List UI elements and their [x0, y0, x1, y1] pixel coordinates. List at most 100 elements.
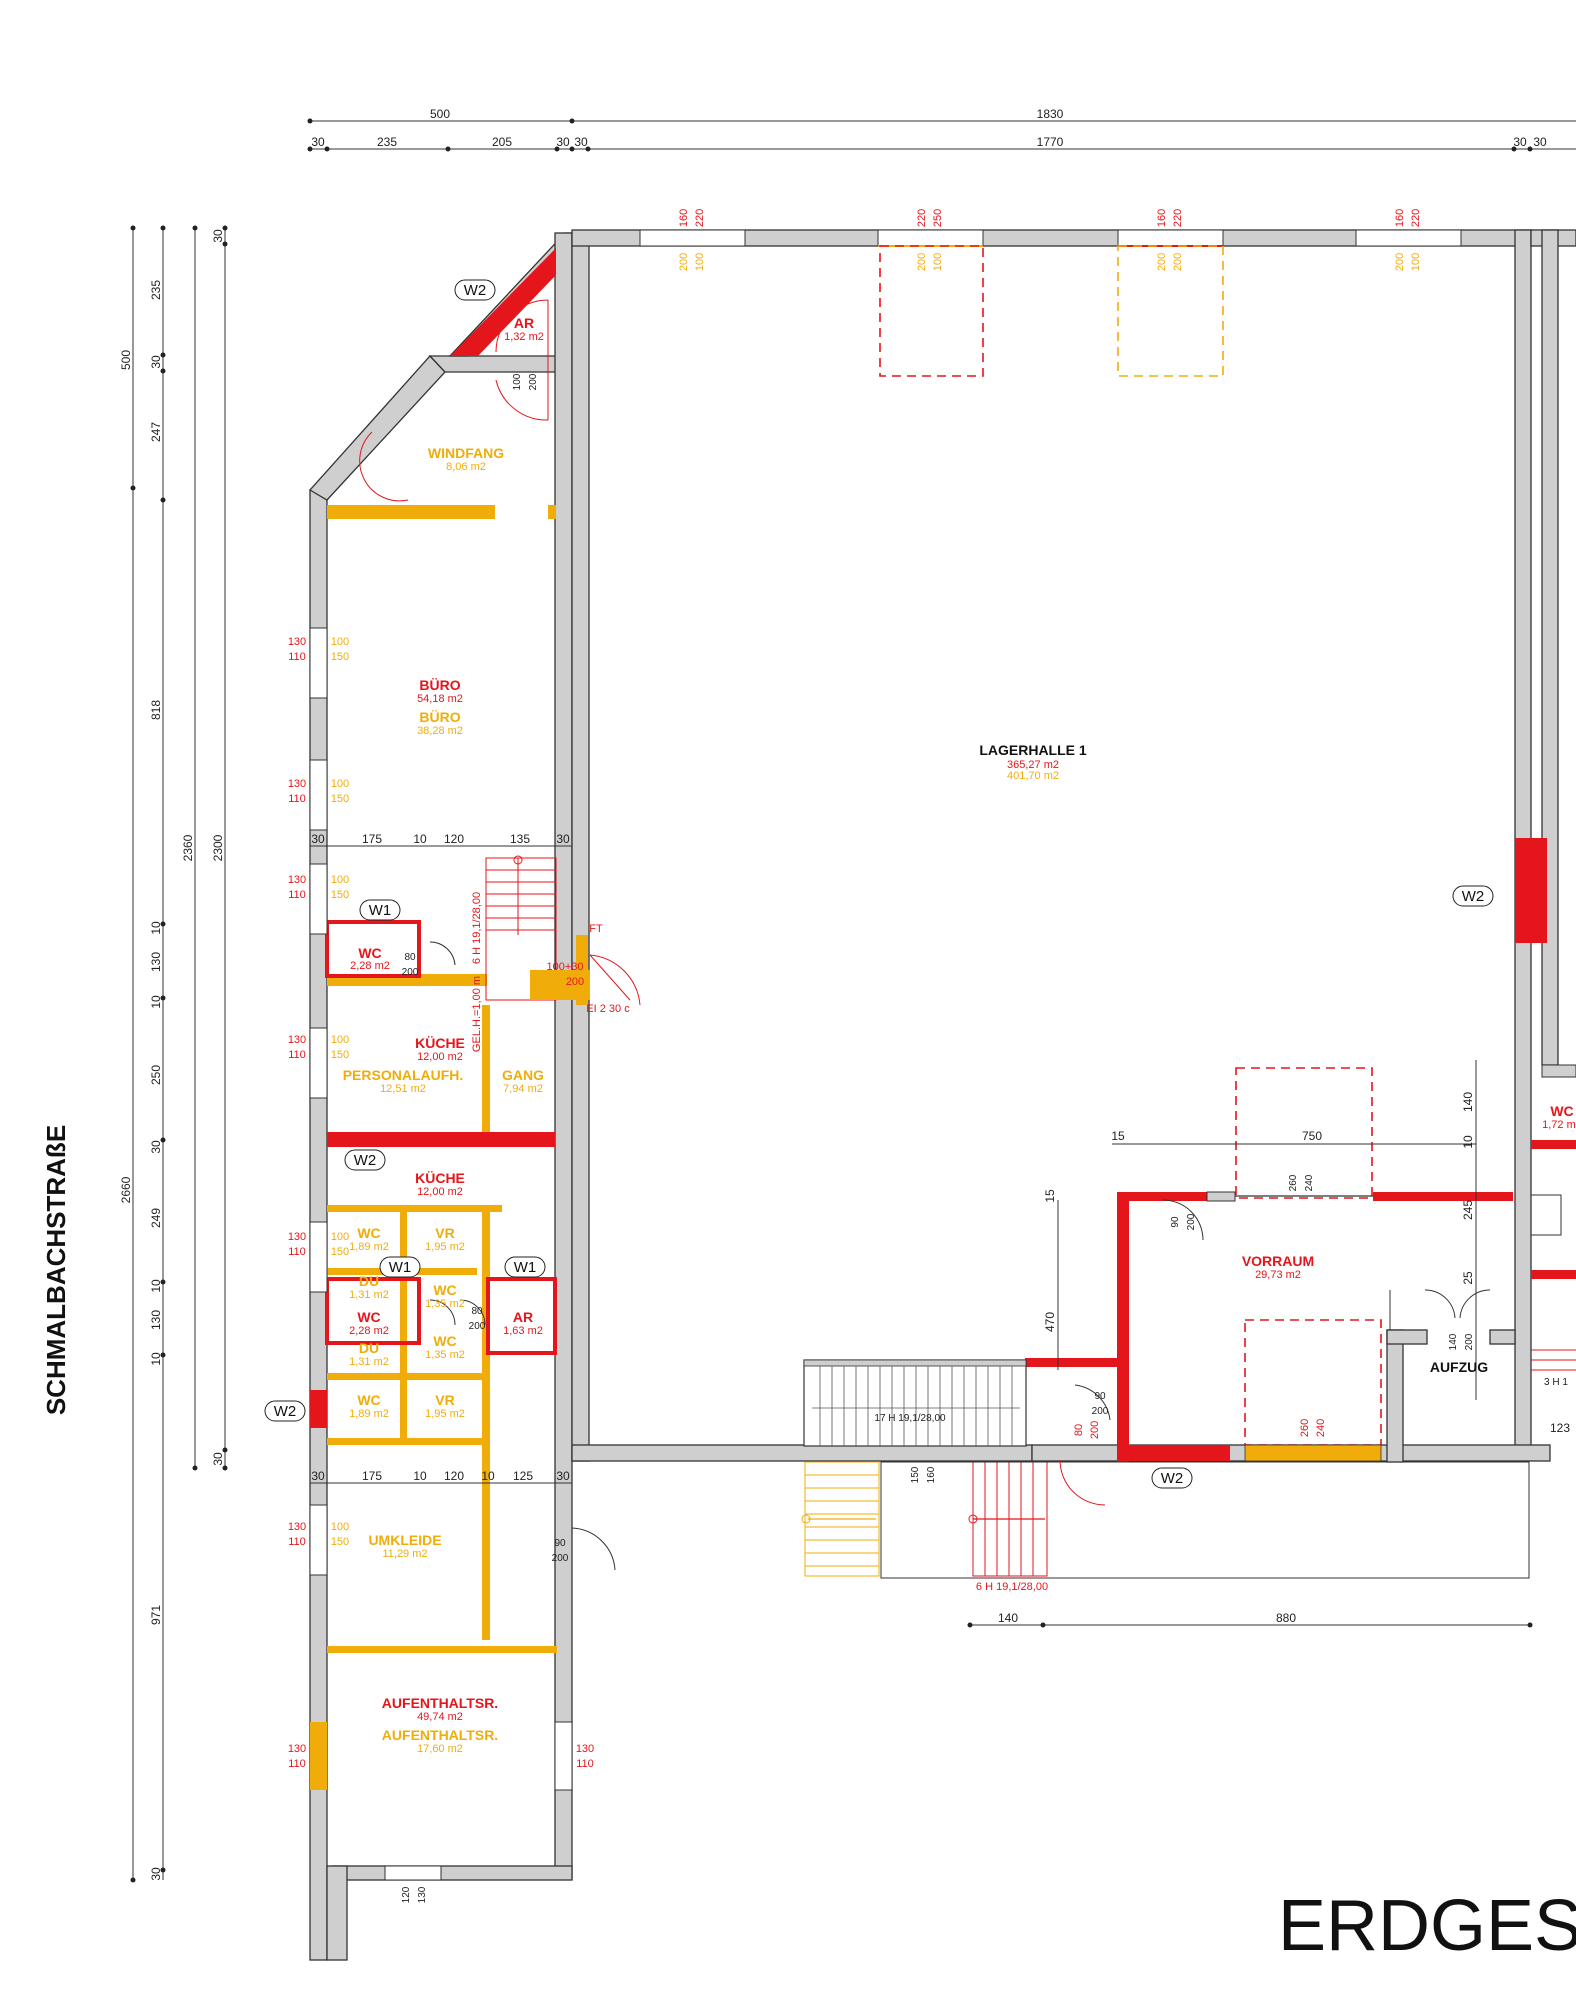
- dim-top-205: 205: [492, 135, 512, 149]
- room-personal-name: PERSONALAUFH.: [343, 1067, 464, 1083]
- room-wcy4-area: 1,89 m2: [349, 1408, 389, 1420]
- win-l4-b: 110: [288, 1049, 306, 1061]
- room-aufenthalt-yel-area: 17,60 m2: [417, 1743, 463, 1755]
- hall-walls: [571, 229, 1576, 1462]
- opening-labels: 100 200 80 200 100+30 200 EI 2 30 c FT 9…: [288, 209, 1569, 1904]
- dim-left-10b: 10: [149, 995, 163, 1009]
- dim-left-30e: 30: [211, 1452, 225, 1466]
- win-l7-b: 110: [288, 1758, 306, 1770]
- dim-a-175: 175: [362, 832, 382, 846]
- room-aufenthalt-red-area: 49,74 m2: [417, 1711, 463, 1723]
- win-top3-b: 220: [1172, 209, 1184, 227]
- door1-h: 200: [528, 373, 539, 390]
- room-du1-area: 1,31 m2: [349, 1289, 389, 1301]
- win-vor2-b: 240: [1315, 1419, 1327, 1437]
- dim-bottom-140: 140: [998, 1611, 1018, 1625]
- dim-a-135: 135: [510, 832, 530, 846]
- dim-vor-140: 140: [1461, 1092, 1475, 1112]
- room-wc-right-name: WC: [1550, 1103, 1573, 1119]
- room-aufenthalt-red-name: AUFENTHALTSR.: [382, 1695, 498, 1711]
- room-ar-mid-area: 1,63 m2: [503, 1325, 543, 1337]
- win-l1-d: 150: [331, 651, 349, 663]
- skylights: [879, 245, 1382, 1446]
- win-top1-b: 220: [694, 209, 706, 227]
- win-r7-b: 110: [576, 1758, 594, 1770]
- doors: [359, 299, 1491, 1571]
- win-r7-a: 130: [576, 1743, 594, 1755]
- stairs-external-red: [968, 1461, 1048, 1577]
- dim-vor-123: 123: [1550, 1421, 1570, 1435]
- dim-top-500: 500: [430, 107, 450, 121]
- room-du2-name: DU: [359, 1340, 379, 1356]
- dim-b-30b: 30: [556, 1469, 570, 1483]
- door3-h: 200: [566, 976, 584, 988]
- room-lagerhalle-area2: 401,70 m2: [1007, 770, 1059, 782]
- room-buero-yel-area: 38,28 m2: [417, 725, 463, 737]
- win-l6-c: 100: [331, 1521, 349, 1533]
- tag-w1-c: W1: [514, 1259, 537, 1276]
- room-windfang-name: WINDFANG: [428, 445, 504, 461]
- win-l4-c: 100: [331, 1034, 349, 1046]
- room-personal-area: 12,51 m2: [380, 1083, 426, 1095]
- opening-right-1: [1515, 838, 1531, 943]
- tag-w2-mid: W2: [354, 1152, 377, 1169]
- door11-w: 80: [471, 1306, 483, 1317]
- win-top2-c: 200: [916, 253, 928, 271]
- dim-left-30c: 30: [149, 1867, 163, 1881]
- dim-b-175: 175: [362, 1469, 382, 1483]
- dim-b-120: 120: [444, 1469, 464, 1483]
- dim-left-500: 500: [119, 350, 133, 370]
- win-l5-a: 130: [288, 1231, 306, 1243]
- wall-tags: W2 W1 W2 W1 W1 W2 W2 W2: [264, 279, 1494, 1489]
- door6-w: 90: [1094, 1391, 1106, 1402]
- tag-w1-a: W1: [369, 902, 392, 919]
- tag-w1-b: W1: [389, 1259, 412, 1276]
- room-wcy2-area: 1,35 m2: [425, 1298, 465, 1310]
- door4-h: 200: [1186, 1213, 1197, 1230]
- room-ar-top-area: 1,32 m2: [504, 331, 544, 343]
- room-buero-red-area: 54,18 m2: [417, 693, 463, 705]
- room-kueche2-area: 12,00 m2: [417, 1186, 463, 1198]
- room-umkleide-name: UMKLEIDE: [368, 1532, 441, 1548]
- room-ar-mid-name: AR: [513, 1309, 533, 1325]
- dim-left-2300: 2300: [211, 834, 225, 861]
- demolition-wall-top: [450, 248, 556, 356]
- dim-vor-15b: 15: [1043, 1189, 1057, 1203]
- door2-h: 200: [402, 967, 419, 978]
- win-l1-c: 100: [331, 636, 349, 648]
- win-top3-d: 200: [1172, 253, 1184, 271]
- win-l2-c: 100: [331, 778, 349, 790]
- dim-left-130b: 130: [149, 1310, 163, 1330]
- stairs-internal: [485, 855, 557, 1001]
- stair-label-3h: 3 H 1: [1544, 1377, 1568, 1388]
- win-top1-a: 160: [678, 209, 690, 227]
- dim-a-120: 120: [444, 832, 464, 846]
- door6-h: 200: [1092, 1406, 1109, 1417]
- room-aufzug-name: AUFZUG: [1430, 1359, 1488, 1375]
- dim-vor-25: 25: [1461, 1271, 1475, 1285]
- room-buero-red-name: BÜRO: [419, 677, 460, 693]
- dim-left-2660: 2660: [119, 1176, 133, 1203]
- room-gang-area: 7,94 m2: [503, 1083, 543, 1095]
- room-du2-area: 1,31 m2: [349, 1356, 389, 1368]
- street-label: SCHMALBACHSTRAßE: [41, 1125, 71, 1415]
- win-top2-b: 250: [932, 209, 944, 227]
- room-gang-name: GANG: [502, 1067, 544, 1083]
- dim-left-247: 247: [149, 422, 163, 442]
- dim-b-30: 30: [311, 1469, 325, 1483]
- door7-w: 80: [1073, 1424, 1085, 1436]
- room-wc-right-area: 1,72 m2: [1542, 1119, 1576, 1131]
- dim-left-235: 235: [149, 280, 163, 300]
- room-kueche1-name: KÜCHE: [415, 1035, 465, 1051]
- dim-a-30: 30: [311, 832, 325, 846]
- win-l4-d: 150: [331, 1049, 349, 1061]
- door3-class: EI 2 30 c: [586, 1003, 630, 1015]
- win-top4-b: 220: [1410, 209, 1422, 227]
- dim-left-818: 818: [149, 700, 163, 720]
- room-vry1-area: 1,95 m2: [425, 1241, 465, 1253]
- stair-label-17h: 17 H 19,1/28,00: [874, 1413, 946, 1424]
- win-l1-b: 110: [288, 651, 306, 663]
- room-vorraum-name: VORRAUM: [1242, 1253, 1314, 1269]
- room-wcy2-name: WC: [433, 1282, 456, 1298]
- opening-right-2: [1531, 838, 1547, 943]
